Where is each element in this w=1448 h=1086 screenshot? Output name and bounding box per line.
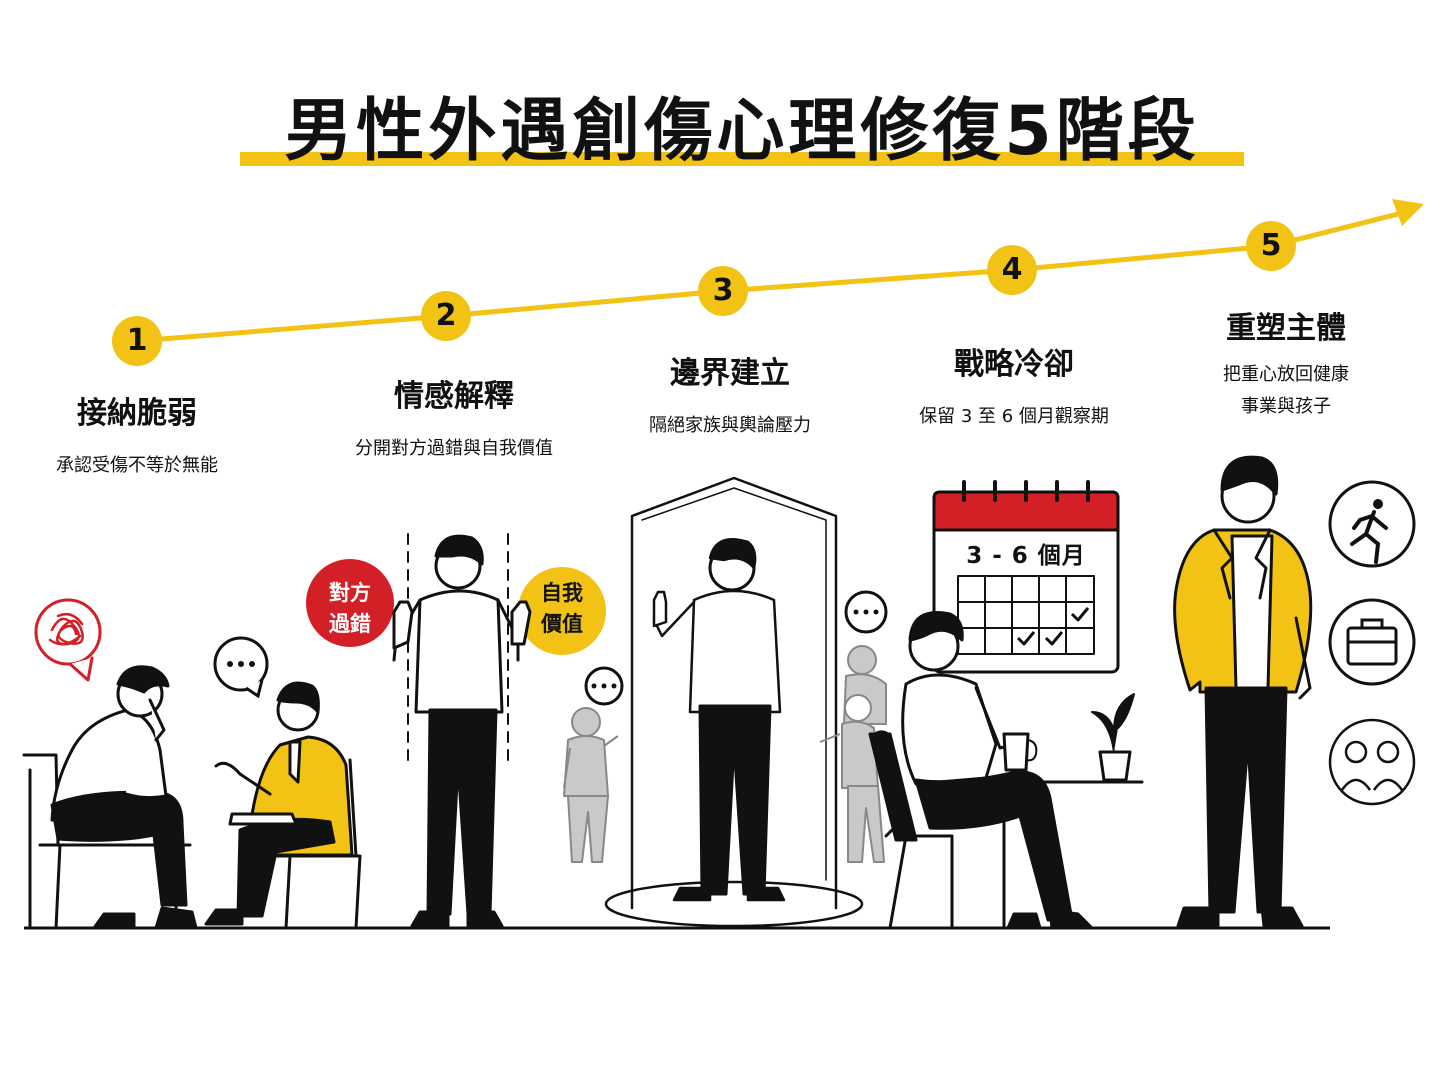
stage-2: 情感解釋 分開對方過錯與自我價值 xyxy=(304,371,604,465)
other-fault-bubble xyxy=(306,559,394,647)
stage-3-desc: 隔絕家族與輿論壓力 xyxy=(649,415,811,436)
self-worth-line-1: 自我 xyxy=(541,581,583,605)
scene-5 xyxy=(1173,455,1313,928)
stage-4-number: 4 xyxy=(987,245,1037,295)
calendar-rings xyxy=(962,480,1090,502)
stage-4-title: 戰略冷卻 xyxy=(954,347,1074,382)
calendar-grid xyxy=(957,575,1095,655)
scene-2 xyxy=(306,533,606,928)
running-person-icon xyxy=(1328,480,1416,568)
stage-4: 戰略冷卻 保留 3 至 6 個月觀察期 xyxy=(864,339,1164,433)
scene-1 xyxy=(22,598,198,930)
calendar-checks xyxy=(1016,607,1090,646)
crowd-figures xyxy=(819,590,888,863)
stage-3-number: 3 xyxy=(698,266,748,316)
calendar-icon xyxy=(932,480,1120,674)
briefcase-icon xyxy=(1328,598,1416,686)
stage-4-desc: 保留 3 至 6 個月觀察期 xyxy=(919,406,1109,427)
stage-5-desc-line-1: 把重心放回健康 xyxy=(1223,364,1349,385)
title-underline xyxy=(240,152,1244,166)
plant-icon xyxy=(1091,693,1135,782)
calendar-label: 3 - 6 個月 xyxy=(966,543,1086,569)
stage-2-desc: 分開對方過錯與自我價值 xyxy=(355,438,553,459)
self-worth-bubble xyxy=(518,567,606,655)
stage-2-title: 情感解釋 xyxy=(394,379,514,414)
stage-3-title: 邊界建立 xyxy=(670,356,790,391)
self-worth-label: 自我 價值 xyxy=(518,578,606,640)
stage-5-desc: 把重心放回健康 事業與孩子 xyxy=(1136,359,1436,423)
scene-3 xyxy=(604,476,864,928)
stage-5-number: 5 xyxy=(1246,221,1296,271)
page-title: 男性外遇創傷心理修復5階段 xyxy=(284,92,1200,171)
stage-2-number: 2 xyxy=(421,291,471,341)
other-fault-line-1: 對方 xyxy=(329,581,371,605)
other-fault-line-2: 過錯 xyxy=(329,612,371,636)
self-worth-line-2: 價值 xyxy=(541,612,583,636)
other-fault-label: 對方 過錯 xyxy=(306,578,394,640)
boundary-shield xyxy=(630,476,838,910)
progress-arrowhead xyxy=(1392,199,1424,226)
page-title-block: 男性外遇創傷心理修復5階段 xyxy=(240,92,1244,172)
stage-5-desc-line-2: 事業與孩子 xyxy=(1241,396,1331,417)
stage-3: 邊界建立 隔絕家族與輿論壓力 xyxy=(580,348,880,442)
onlooker-figure xyxy=(563,666,624,863)
stage-5-title: 重塑主體 xyxy=(1226,311,1346,346)
stage-1-number: 1 xyxy=(112,316,162,366)
stage-1-desc: 承認受傷不等於無能 xyxy=(56,455,218,476)
tangled-thought-icon xyxy=(34,598,102,682)
therapist-figure xyxy=(204,681,362,930)
scene-4 xyxy=(868,611,1144,930)
stage-5: 重塑主體 把重心放回健康 事業與孩子 xyxy=(1136,303,1436,423)
stage-1-title: 接納脆弱 xyxy=(77,396,197,431)
children-icon xyxy=(1328,718,1416,806)
speech-dots-icon xyxy=(213,636,269,699)
coffee-mug-icon xyxy=(1002,732,1038,772)
stage-1: 接納脆弱 承認受傷不等於無能 xyxy=(0,388,287,482)
